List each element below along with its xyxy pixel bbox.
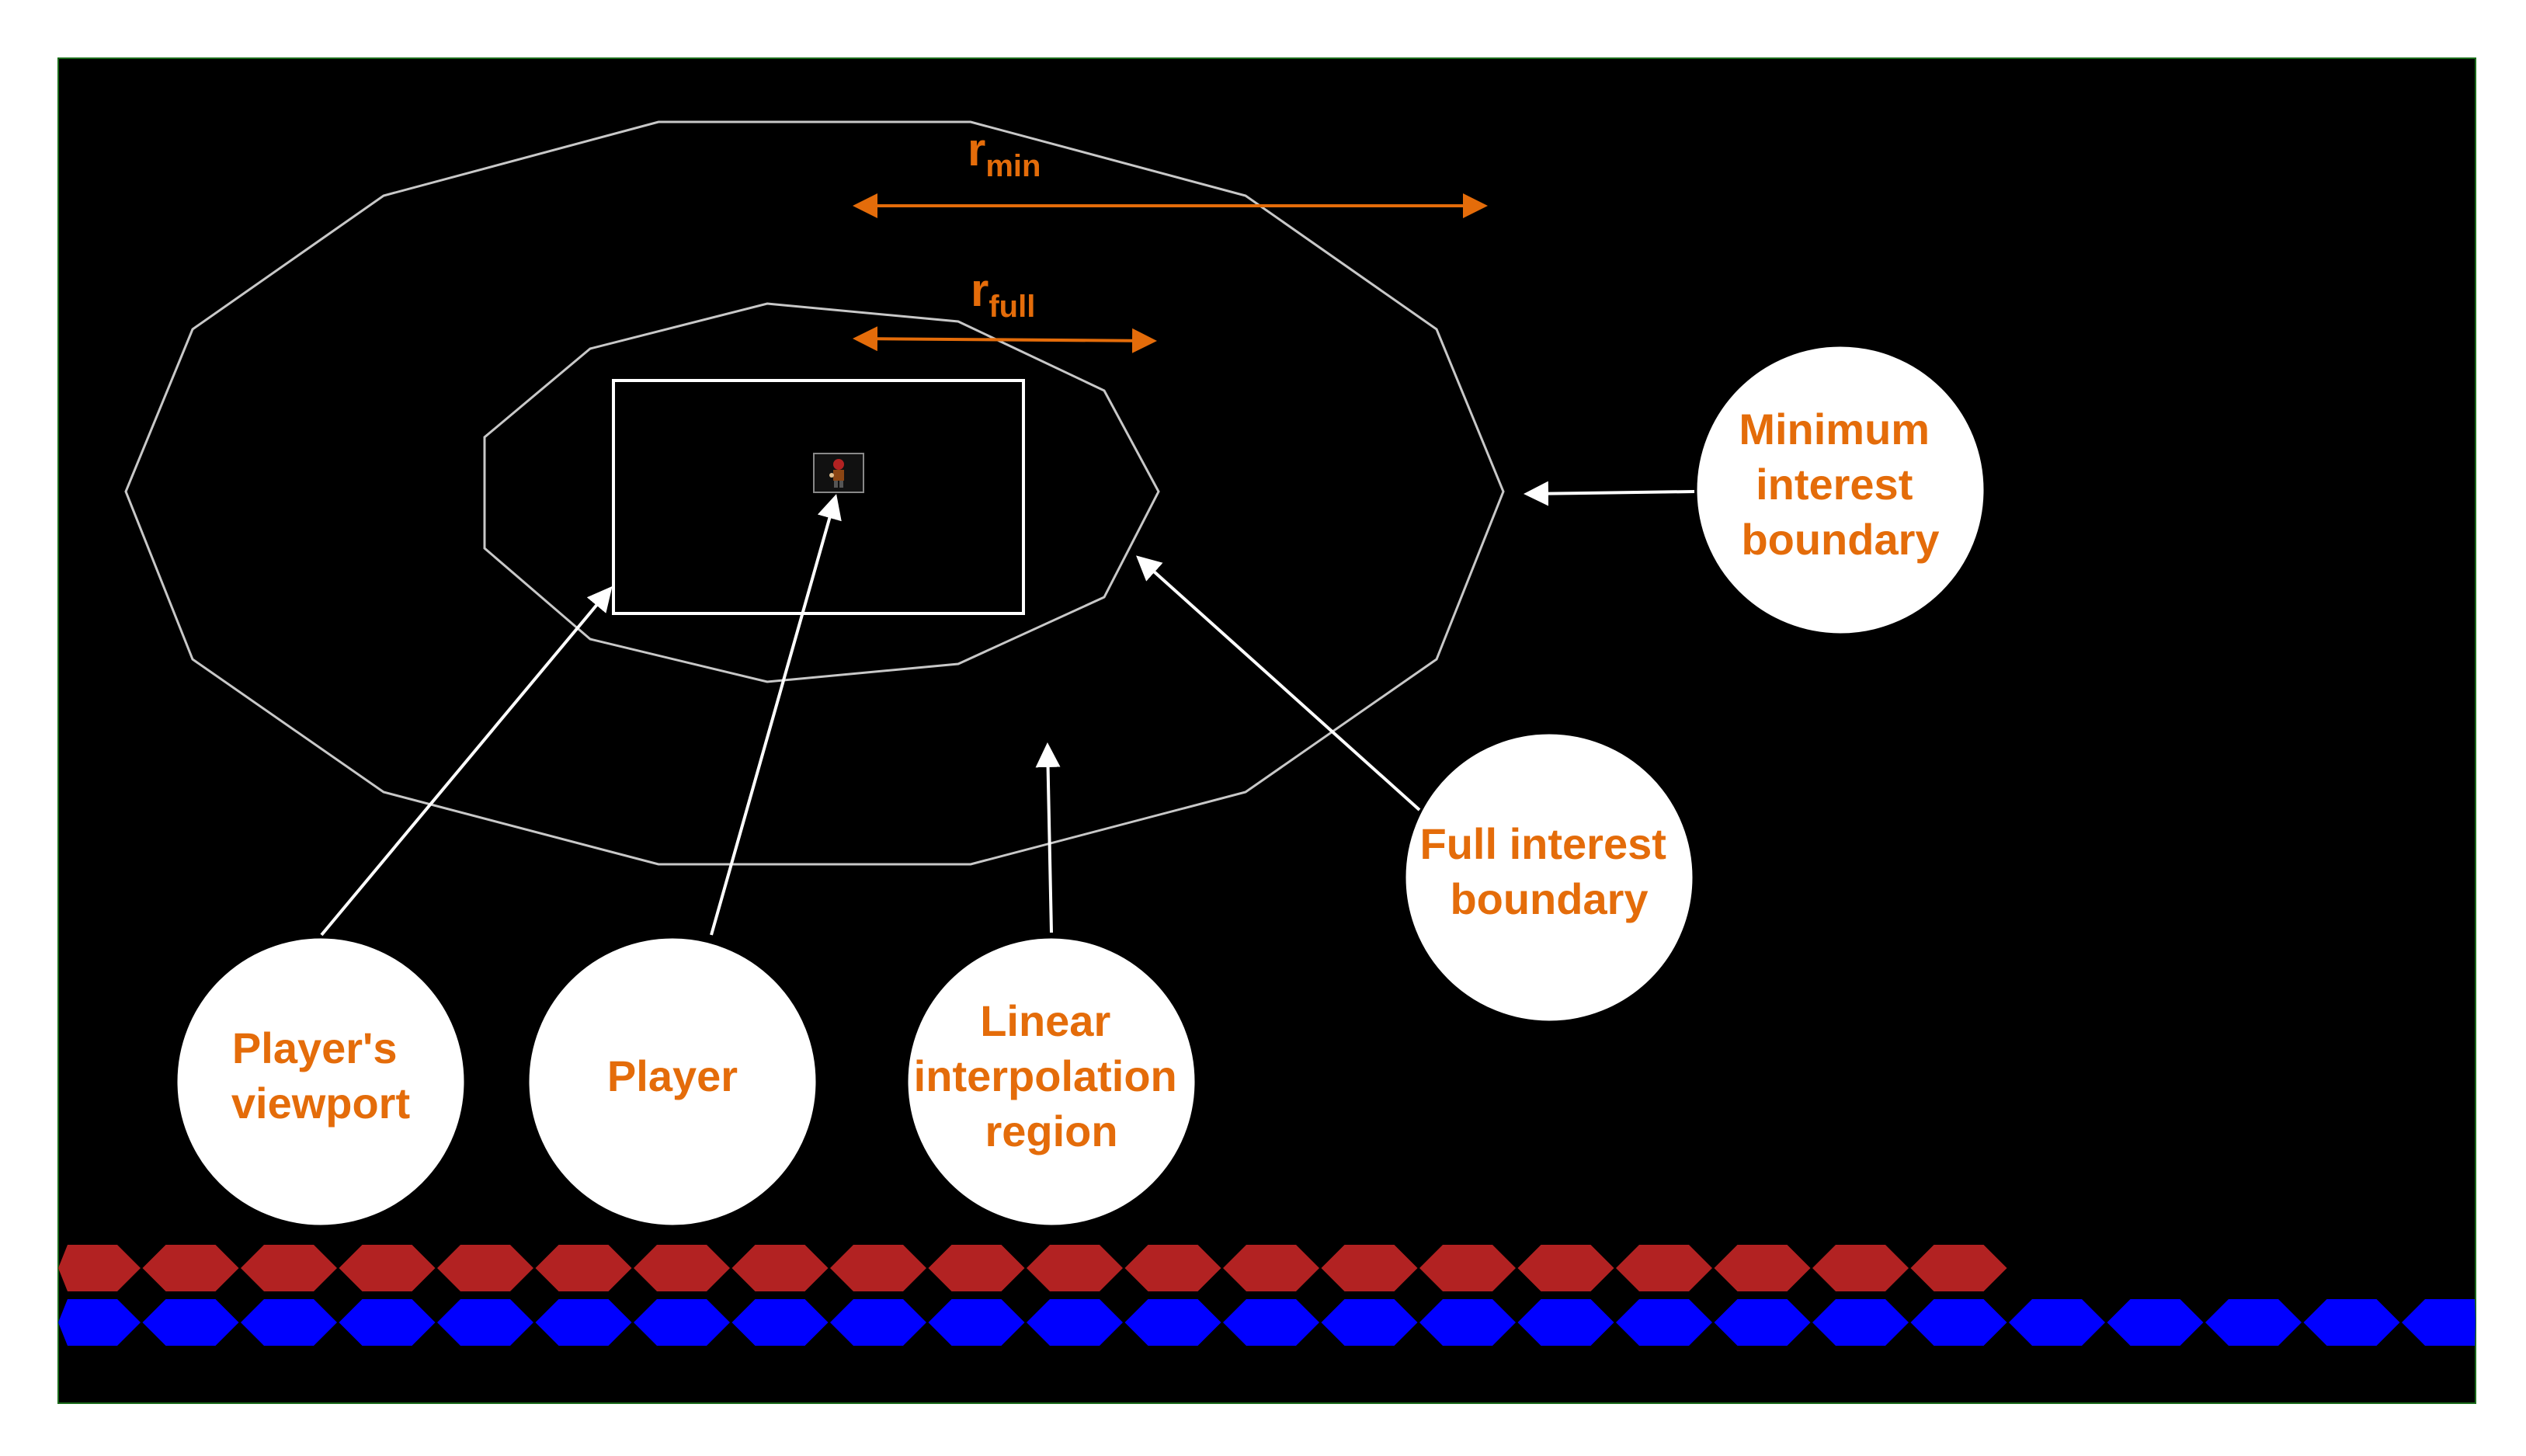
hexagon-tile <box>634 1299 730 1346</box>
red-hexagon-strip <box>58 1245 2007 1291</box>
player-pointer-arrow <box>710 494 842 936</box>
hexagon-tile <box>142 1299 239 1346</box>
hexagon-tile <box>241 1299 337 1346</box>
viewport-pointer-arrow <box>320 586 613 936</box>
hexagon-tile <box>731 1299 829 1346</box>
hexagon-tile <box>535 1299 632 1346</box>
hexagon-tile <box>1321 1245 1418 1291</box>
hexagon-tile <box>58 1245 141 1291</box>
r-min-label: rmin <box>968 123 1041 183</box>
hexagon-tile <box>2107 1299 2204 1346</box>
callout-line: Full interest <box>1420 819 1666 868</box>
hexagon-tile <box>1517 1245 1614 1291</box>
blue-hexagon-strip <box>58 1299 2476 1346</box>
hexagon-tile <box>142 1245 239 1291</box>
hexagon-tile <box>2303 1299 2400 1346</box>
svg-text:Player: Player <box>607 1051 738 1100</box>
r-full-arrow <box>853 326 1157 353</box>
callout-line: region <box>985 1107 1117 1155</box>
hexagon-tile <box>535 1245 632 1291</box>
svg-text:Minimum interest b: Minimum interest boundary <box>1739 405 1941 564</box>
svg-text:Linear interpolation: Linear interpolation region <box>914 996 1190 1155</box>
hexagon-tile <box>2009 1299 2105 1346</box>
callout-players-viewport: Player's viewport <box>175 936 467 1228</box>
player-viewport-rect <box>612 379 1025 615</box>
hexagon-tile <box>1714 1299 1811 1346</box>
hexagon-tile <box>339 1299 436 1346</box>
callout-line: Linear <box>980 996 1110 1045</box>
hexagon-tile <box>634 1245 730 1291</box>
full-interest-boundary <box>483 302 1160 683</box>
hexagon-tile <box>2402 1299 2476 1346</box>
hexagon-tile <box>1223 1299 1319 1346</box>
hexagon-tile <box>1223 1245 1319 1291</box>
hexagon-tile <box>928 1245 1025 1291</box>
hexagon-tile <box>1419 1299 1516 1346</box>
callout-line: interpolation <box>914 1051 1177 1100</box>
hexagon-tile <box>731 1245 829 1291</box>
hexagon-tile <box>437 1245 533 1291</box>
hexagon-tile <box>1027 1299 1123 1346</box>
hexagon-tile <box>1910 1245 2007 1291</box>
callout-line: Player's <box>232 1023 398 1072</box>
callout-line: boundary <box>1741 515 1939 564</box>
hexagon-tile <box>1124 1245 1221 1291</box>
hexagon-tile <box>830 1299 926 1346</box>
hexagon-tile <box>2205 1299 2302 1346</box>
hexagon-tile <box>830 1245 926 1291</box>
callout-player: Player <box>526 936 818 1228</box>
full-boundary-pointer-arrow <box>1136 555 1421 811</box>
hexagon-tile <box>1321 1299 1418 1346</box>
hexagon-tile <box>339 1245 436 1291</box>
hexagon-tile <box>1419 1245 1516 1291</box>
min-boundary-pointer-arrow <box>1524 481 1695 506</box>
callout-line: viewport <box>231 1079 410 1128</box>
hexagon-tile <box>1517 1299 1614 1346</box>
callout-linear-interpolation-region: Linear interpolation region <box>905 936 1197 1228</box>
hexagon-tile <box>1027 1245 1123 1291</box>
hexagon-tile <box>1812 1245 1909 1291</box>
hexagon-tile <box>58 1299 141 1346</box>
callout-line: interest <box>1756 460 1913 509</box>
hexagon-tile <box>1714 1245 1811 1291</box>
interpolation-pointer-arrow <box>1035 742 1061 933</box>
hexagon-tile <box>1616 1245 1712 1291</box>
callout-full-interest-boundary: Full interest boundary <box>1403 731 1695 1023</box>
svg-text:Full interest boundary: Full interest boundary <box>1420 819 1679 923</box>
hexagon-tile <box>241 1245 337 1291</box>
hexagon-tile <box>1616 1299 1712 1346</box>
callout-line: Minimum <box>1739 405 1930 453</box>
callout-minimum-interest-boundary: Minimum interest boundary <box>1694 344 1986 636</box>
hexagon-tile <box>437 1299 533 1346</box>
hexagon-tile <box>1910 1299 2007 1346</box>
callout-line: Player <box>607 1051 738 1100</box>
game-canvas <box>57 57 2476 1404</box>
hexagon-tile <box>1124 1299 1221 1346</box>
minimum-interest-boundary <box>124 120 1505 866</box>
player-sprite-icon <box>813 453 864 493</box>
svg-text:Player's viewport: Player's viewport <box>231 1023 410 1128</box>
r-full-label: rfull <box>971 264 1035 324</box>
callout-line: boundary <box>1450 874 1648 923</box>
hexagon-tile <box>1812 1299 1909 1346</box>
hexagon-tile <box>928 1299 1025 1346</box>
